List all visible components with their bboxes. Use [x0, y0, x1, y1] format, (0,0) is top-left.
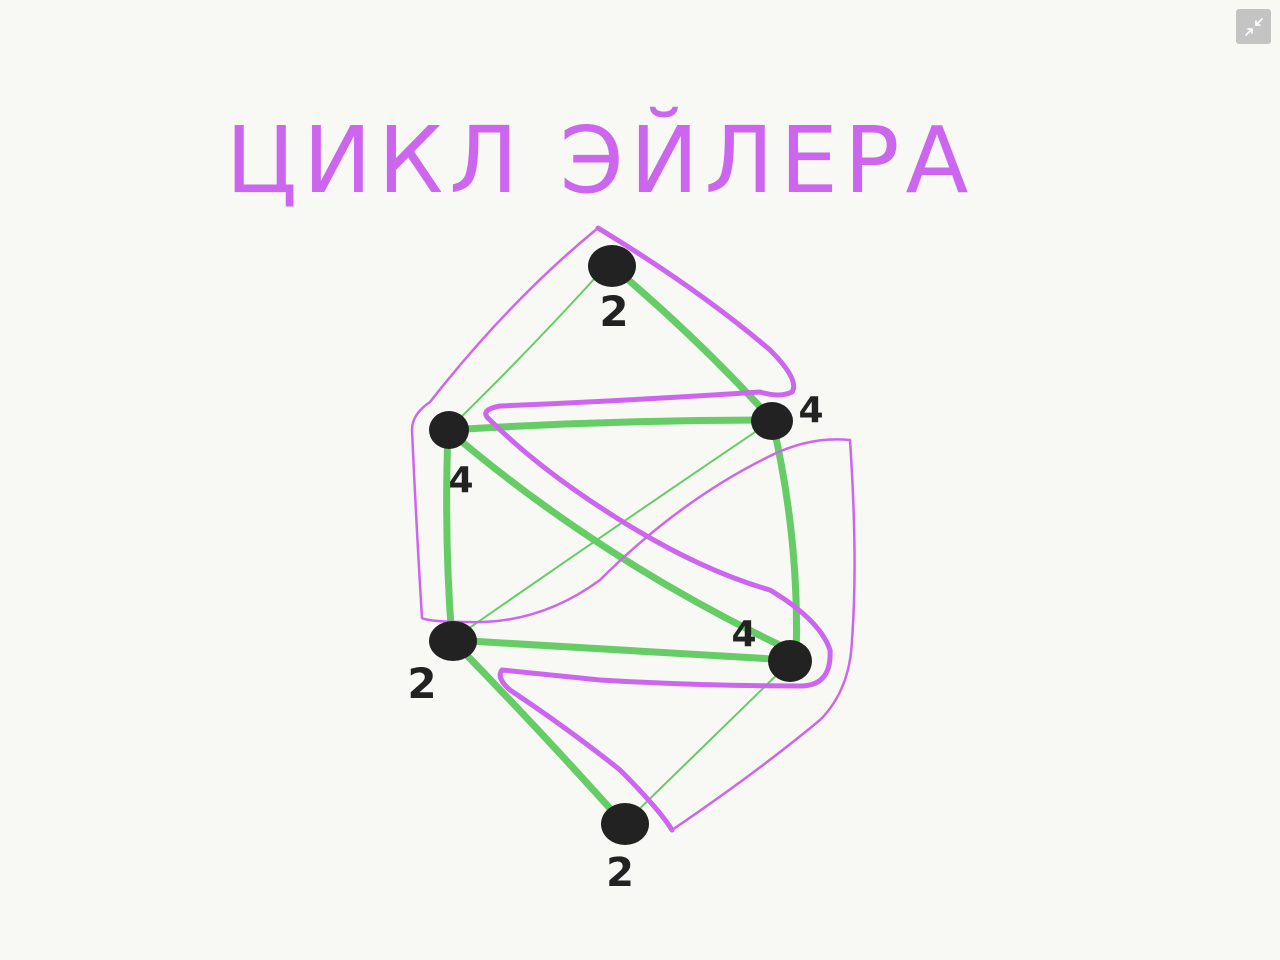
- vertex-lower-right: [768, 640, 812, 682]
- vertex-bottom: [601, 803, 649, 845]
- degree-label-lower-left: 2: [407, 659, 436, 708]
- collapse-arrows-icon: [1244, 17, 1263, 36]
- vertex-lower-left: [429, 621, 477, 661]
- vertices: [429, 245, 812, 845]
- thick-edges: [443, 262, 800, 828]
- edge-upperleft-upperright: [444, 416, 776, 434]
- edge-top-upperright: [608, 262, 776, 424]
- edge-upperright-lowerleft: [451, 421, 771, 641]
- degree-labels: 2 4 4 2 4 2: [407, 287, 823, 896]
- edge-lowerleft-bottom: [448, 636, 628, 828]
- degree-label-lower-right: 4: [731, 614, 756, 655]
- edge-upperleft-lowerright: [444, 426, 794, 654]
- cycle-segment-thin-outer: [410, 226, 856, 832]
- vertex-upper-left: [429, 411, 469, 449]
- minimize-button[interactable]: [1236, 9, 1271, 44]
- edge-top-upperleft: [447, 265, 607, 431]
- degree-label-upper-left: 4: [448, 460, 473, 501]
- vertex-top: [588, 245, 636, 287]
- degree-label-upper-right: 4: [798, 390, 823, 431]
- thin-edges: [447, 265, 791, 825]
- edge-lowerleft-lowerright: [448, 636, 794, 664]
- edge-upperright-lowerright: [768, 416, 800, 662]
- vertex-upper-right: [751, 402, 793, 440]
- diagram-title: ЦИКЛ ЭЙЛЕРА: [226, 106, 975, 214]
- degree-label-bottom: 2: [606, 850, 634, 896]
- cycle-segment-thick-top: [483, 225, 833, 833]
- edge-lowerright-bottom: [623, 661, 791, 825]
- degree-label-top: 2: [599, 287, 628, 336]
- edge-upperleft-lowerleft: [443, 426, 456, 644]
- euler-cycle: [410, 225, 856, 833]
